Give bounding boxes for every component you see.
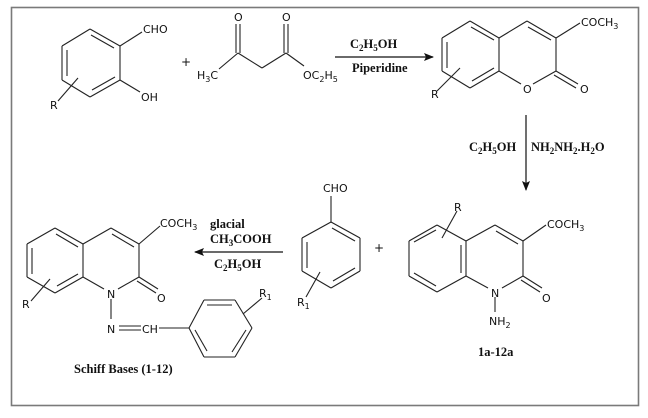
ester-carbonyl-oxygen: O <box>282 11 291 24</box>
methyl-group: H3C <box>197 69 218 84</box>
ethoxy-group: OC2H5 <box>303 69 338 84</box>
r-group: R <box>454 201 462 214</box>
step3-arrow-group: glacial CH3COOH C2H5OH <box>194 217 283 273</box>
ring-nitrogen: N <box>107 288 115 301</box>
plus-sign: + <box>181 55 191 69</box>
hydroxyl-group: OH <box>141 91 158 104</box>
coumarin-structure: O O COCH3 R <box>431 16 618 101</box>
solvent-label: C2H5OH <box>214 257 261 273</box>
product-label: Schiff Bases (1-12) <box>74 362 173 376</box>
ring-nitrogen: N <box>491 287 499 300</box>
acid-catalyst-label-line2: CH3COOH <box>210 232 272 248</box>
step1-arrow-group: C2H5OH Piperidine <box>335 37 434 75</box>
amino-group: NH2 <box>489 315 511 330</box>
scheme-frame <box>10 6 640 407</box>
acid-catalyst-label-line1: glacial <box>210 217 245 231</box>
aldehyde-group: CHO <box>143 23 168 36</box>
solvent-label: C2H5OH <box>469 140 516 156</box>
ring-oxygen: O <box>523 83 532 96</box>
imine-nitrogen: N <box>107 323 115 336</box>
n-amino-quinolinone-structure: N O NH2 COCH3 R 1a-12a <box>408 201 584 359</box>
benzaldehyde-structure: CHO R1 <box>297 182 361 311</box>
aldehyde-group: CHO <box>323 182 348 195</box>
plus-sign: + <box>374 241 384 255</box>
solvent-label: C2H5OH <box>350 37 397 53</box>
catalyst-label: Piperidine <box>352 61 408 75</box>
carbonyl-oxygen: O <box>234 11 243 24</box>
benzene-ring <box>61 28 121 98</box>
r-group: R <box>50 99 58 112</box>
carbonyl-oxygen: O <box>542 292 551 305</box>
acetyl-group: COCH3 <box>160 217 197 232</box>
r-group: R <box>431 88 439 101</box>
compound-label: 1a-12a <box>478 345 514 359</box>
carbonyl-oxygen: O <box>157 292 166 305</box>
step2-arrow-group: C2H5OH NH2NH2.H2O <box>469 115 605 191</box>
r1-group: R1 <box>297 296 310 311</box>
acetyl-group: COCH3 <box>581 16 618 31</box>
imine-ch: CH <box>142 323 158 336</box>
r1-group: R1 <box>259 287 272 302</box>
carbonyl-oxygen: O <box>580 83 589 96</box>
r-group: R <box>22 298 30 311</box>
ethyl-acetoacetate-structure: O O H3C OC2H5 <box>197 11 338 84</box>
hydrazine-hydrate-label: NH2NH2.H2O <box>531 140 605 156</box>
schiff-base-structure: N O N CH COCH3 R R1 Schiff Bases (1-12) <box>22 217 272 376</box>
acetyl-group: COCH3 <box>547 218 584 233</box>
salicylaldehyde-structure: CHO OH R <box>50 23 168 112</box>
aryl-ring <box>188 299 253 358</box>
